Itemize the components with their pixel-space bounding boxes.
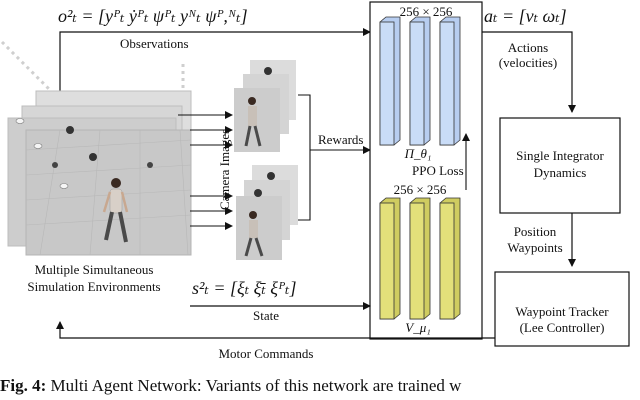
position-label: Position <box>514 224 557 239</box>
rewards-label: Rewards <box>318 132 364 147</box>
policy-network <box>379 16 461 146</box>
observation-equation: o²ₜ = [yᴾₜ ẏᴾₜ ψᴾₜ yᴺₜ ψᴾ,ᴺₜ] <box>58 6 248 26</box>
actions-label: Actions <box>508 40 548 55</box>
actions-sublabel: (velocities) <box>499 55 557 70</box>
camera-images-bottom <box>236 165 298 260</box>
motor-commands-label: Motor Commands <box>219 346 314 361</box>
rewards-connector <box>298 94 311 150</box>
drone-icon <box>147 162 153 168</box>
obstacle-icon <box>33 143 43 149</box>
dynamics-label: Single Integrator <box>516 148 604 163</box>
motor-commands-arrow <box>56 321 495 339</box>
caption-figure-number: Fig. 4: <box>0 376 47 395</box>
environments-sublabel: Simulation Environments <box>27 279 160 294</box>
value-network <box>379 197 461 320</box>
simulation-environments <box>7 90 192 256</box>
action-equation: aₜ = [vₜ ωₜ] <box>484 6 567 26</box>
dotted-stack-indicator <box>0 40 54 94</box>
observations-arrow <box>59 28 371 100</box>
obstacle-icon <box>59 183 69 189</box>
policy-net-label: Π_θ₁ <box>404 146 432 161</box>
figure-caption: Fig. 4: Multi Agent Network: Variants of… <box>0 376 640 400</box>
tracker-sublabel: (Lee Controller) <box>520 320 605 335</box>
policy-net-size: 256 × 256 <box>400 4 453 19</box>
value-net-size: 256 × 256 <box>394 182 447 197</box>
drone-icon <box>52 162 58 168</box>
drone-icon <box>89 153 97 161</box>
actions-arrow <box>482 31 576 113</box>
tracker-label: Waypoint Tracker <box>515 304 609 319</box>
state-label: State <box>253 308 279 323</box>
dynamics-sublabel: Dynamics <box>534 165 587 180</box>
environments-label: Multiple Simultaneous <box>35 262 154 277</box>
drone-icon <box>66 126 74 134</box>
caption-text: Multi Agent Network: Variants of this ne… <box>46 376 462 395</box>
state-equation: s²ₜ = [ξₜ ξ̄ₜ ξᴾₜ] <box>192 278 296 298</box>
value-net-label: V_μ₁ <box>405 320 431 335</box>
obstacle-icon <box>15 118 25 124</box>
dynamics-block <box>499 117 621 214</box>
camera-images-label: Camera Images <box>217 129 232 210</box>
tracker-block <box>494 271 630 347</box>
camera-images-top <box>234 60 296 152</box>
ppo-loss-label: PPO Loss <box>412 163 464 178</box>
observations-label: Observations <box>120 36 189 51</box>
rewards-connector <box>298 150 311 221</box>
waypoints-label: Waypoints <box>507 240 562 255</box>
human-figure <box>102 178 129 243</box>
